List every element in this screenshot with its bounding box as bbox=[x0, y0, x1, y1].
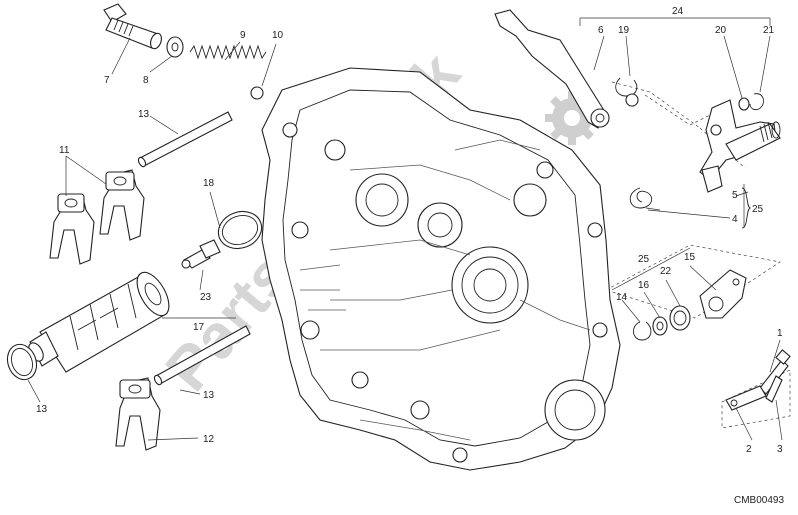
part-7-pivot-bolt bbox=[103, 3, 162, 50]
callout-24: 23 bbox=[200, 292, 212, 303]
part-2-plate bbox=[725, 385, 767, 411]
callout-22: 21 bbox=[763, 25, 775, 36]
assembly-outline-25-lower bbox=[605, 244, 781, 319]
callout-13-upper: 13 bbox=[138, 109, 150, 120]
part-25-selector-shaft bbox=[699, 99, 781, 193]
callout-12: 12 bbox=[203, 434, 215, 445]
callout-14: 13 bbox=[36, 404, 48, 415]
crankcase-half bbox=[261, 67, 621, 471]
part-15-circlip bbox=[633, 321, 652, 341]
callout-25-right: 25 bbox=[752, 204, 764, 215]
part-3-bolt bbox=[765, 375, 783, 403]
callout-2: 2 bbox=[746, 444, 752, 455]
part-4-return-spring bbox=[629, 187, 661, 211]
part-9-spring bbox=[189, 44, 267, 60]
callout-1: 1 bbox=[777, 328, 783, 339]
part-24-neutral-sensor bbox=[181, 239, 221, 269]
part-6-shift-lever bbox=[494, 9, 610, 129]
part-10-ball bbox=[250, 86, 264, 100]
part-8-washer bbox=[166, 36, 184, 58]
callout-11: 11 bbox=[59, 145, 70, 156]
part-16-stop-plate bbox=[699, 269, 747, 319]
part-23-bearing bbox=[669, 305, 691, 331]
callout-18: 17 bbox=[193, 322, 205, 333]
callout-16: 15 bbox=[684, 252, 696, 263]
callout-5: 5 bbox=[732, 190, 738, 201]
callout-7: 7 bbox=[104, 75, 110, 86]
callout-25-middle: 25 bbox=[638, 254, 650, 265]
drawing-code: CMB00493 bbox=[734, 495, 784, 506]
part-22-circlip bbox=[749, 93, 765, 111]
part-20-spring-clip bbox=[615, 77, 639, 107]
callout-20: 19 bbox=[618, 25, 630, 36]
part-19-o-ring bbox=[217, 210, 263, 250]
part-11-shift-fork-right bbox=[99, 169, 145, 241]
callout-labels: 7 8 9 10 13 11 18 23 17 13 13 12 24 6 19… bbox=[36, 6, 784, 506]
part-13-fork-rod-upper bbox=[137, 111, 233, 168]
part-18-shift-drum bbox=[28, 271, 170, 373]
part-12-shift-fork bbox=[115, 377, 161, 451]
callout-3: 3 bbox=[777, 444, 783, 455]
callout-13-lower: 13 bbox=[203, 390, 215, 401]
part-17-washer bbox=[652, 316, 668, 336]
callout-10: 10 bbox=[272, 30, 284, 41]
brace-4-5 bbox=[741, 187, 751, 229]
callout-8: 8 bbox=[143, 75, 149, 86]
callout-9: 9 bbox=[240, 30, 246, 41]
part-14-o-ring bbox=[6, 343, 38, 381]
callout-23: 22 bbox=[660, 266, 672, 277]
part-13-fork-rod-lower bbox=[153, 325, 251, 386]
leader-lines bbox=[27, 17, 783, 441]
part-11-shift-fork-left bbox=[49, 193, 95, 265]
part-21-washer bbox=[738, 97, 750, 111]
callout-6: 6 bbox=[598, 25, 604, 36]
callout-19: 18 bbox=[203, 178, 215, 189]
callout-17: 16 bbox=[638, 280, 650, 291]
callout-21: 20 bbox=[715, 25, 727, 36]
callout-15: 14 bbox=[616, 292, 628, 303]
callout-25-top: 24 bbox=[672, 6, 684, 17]
callout-4: 4 bbox=[732, 214, 738, 225]
